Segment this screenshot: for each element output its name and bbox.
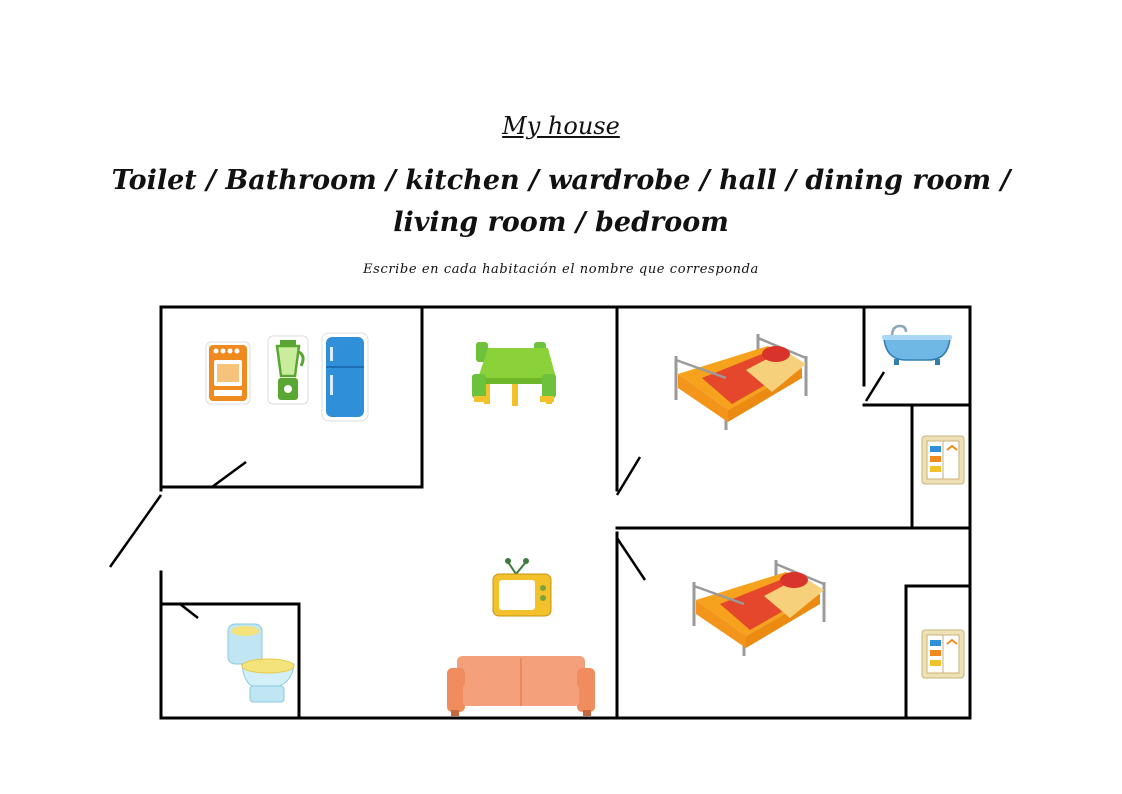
kitchen-door: [211, 460, 247, 489]
stove-icon: [205, 341, 251, 405]
fridge-icon: [321, 332, 369, 422]
sofa-icon: [447, 656, 595, 716]
toilet-door: [179, 603, 199, 619]
instruction-text: Escribe en cada habitación el nombre que…: [363, 262, 759, 277]
blender-icon: [267, 335, 309, 405]
bedroom-1-door: [615, 456, 642, 496]
word-bank-line-1: Toilet / Bathroom / kitchen / wardrobe /…: [111, 165, 1011, 196]
bed-icon: [674, 334, 808, 430]
bed-icon: [692, 560, 826, 656]
bedroom-2-door: [615, 537, 647, 581]
word-bank: Toilet / Bathroom / kitchen / wardrobe /…: [100, 160, 1022, 244]
wardrobe-icon: [921, 435, 965, 485]
wardrobe-icon: [921, 629, 965, 679]
walls: [159, 305, 972, 720]
bathtub-icon: [882, 324, 952, 365]
tv-icon: [492, 558, 552, 617]
doors: [108, 371, 886, 619]
page-title: My house: [502, 112, 620, 140]
word-bank-line-2: living room / bedroom: [393, 207, 729, 238]
entrance-door: [108, 494, 163, 568]
dining-table-icon: [472, 342, 556, 406]
bathroom-door: [864, 371, 886, 402]
toilet-icon: [227, 623, 295, 703]
